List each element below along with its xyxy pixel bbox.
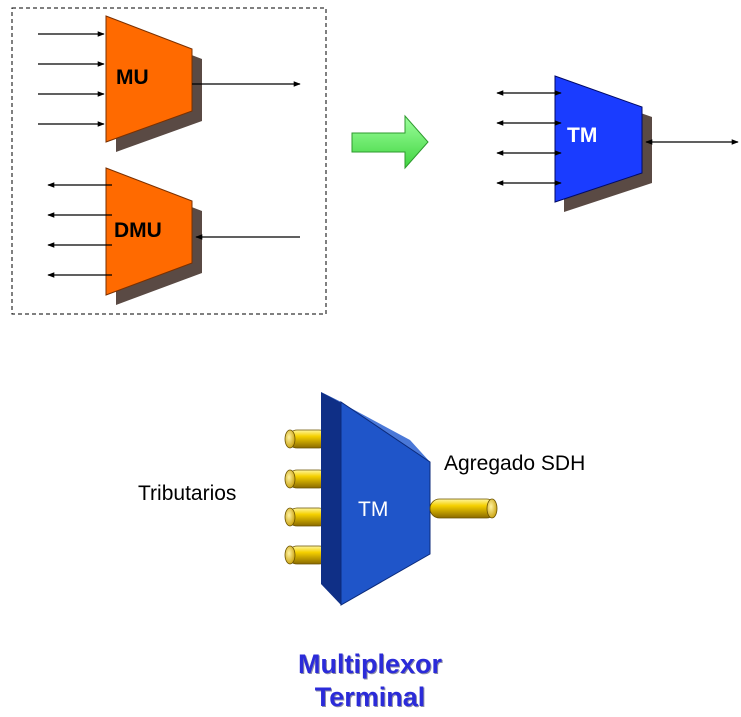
- tributaries-label: Tributarios: [138, 482, 236, 505]
- tm-small-label: TM: [567, 124, 597, 147]
- tm-large-side: [321, 392, 341, 605]
- tm-small-body: [554, 75, 643, 203]
- tributary-port-icon: [284, 545, 329, 565]
- aggregate-label: Agregado SDH: [444, 452, 585, 475]
- dmu-block: DMU: [105, 167, 202, 305]
- tributary-port-icon: [284, 507, 329, 527]
- tributary-port-icon: [284, 469, 329, 489]
- tm-small-tributary-arrows: [496, 90, 562, 186]
- mu-input-arrows: [38, 31, 105, 127]
- tm-large-label: TM: [358, 498, 388, 521]
- group-box: [11, 7, 327, 315]
- tributary-ports: [284, 429, 329, 565]
- caption-line-2: Terminal: [314, 682, 426, 712]
- dmu-label: DMU: [114, 219, 162, 242]
- mu-block: MU: [105, 15, 202, 152]
- mu-body: [105, 15, 193, 143]
- dmu-output-arrows: [47, 182, 112, 278]
- green-arrow-icon: [351, 114, 429, 170]
- mu-label: MU: [116, 66, 149, 89]
- diagram-caption: Multiplexor Terminal: [200, 648, 540, 714]
- tributary-port-icon: [284, 429, 329, 449]
- aggregate-port-icon: [429, 498, 498, 519]
- tm-large-block: TM: [321, 392, 431, 606]
- dmu-body: [105, 167, 193, 296]
- caption-line-1: Multiplexor: [297, 649, 442, 679]
- tm-small-block: TM: [554, 75, 652, 212]
- tm-large-front: [340, 401, 431, 606]
